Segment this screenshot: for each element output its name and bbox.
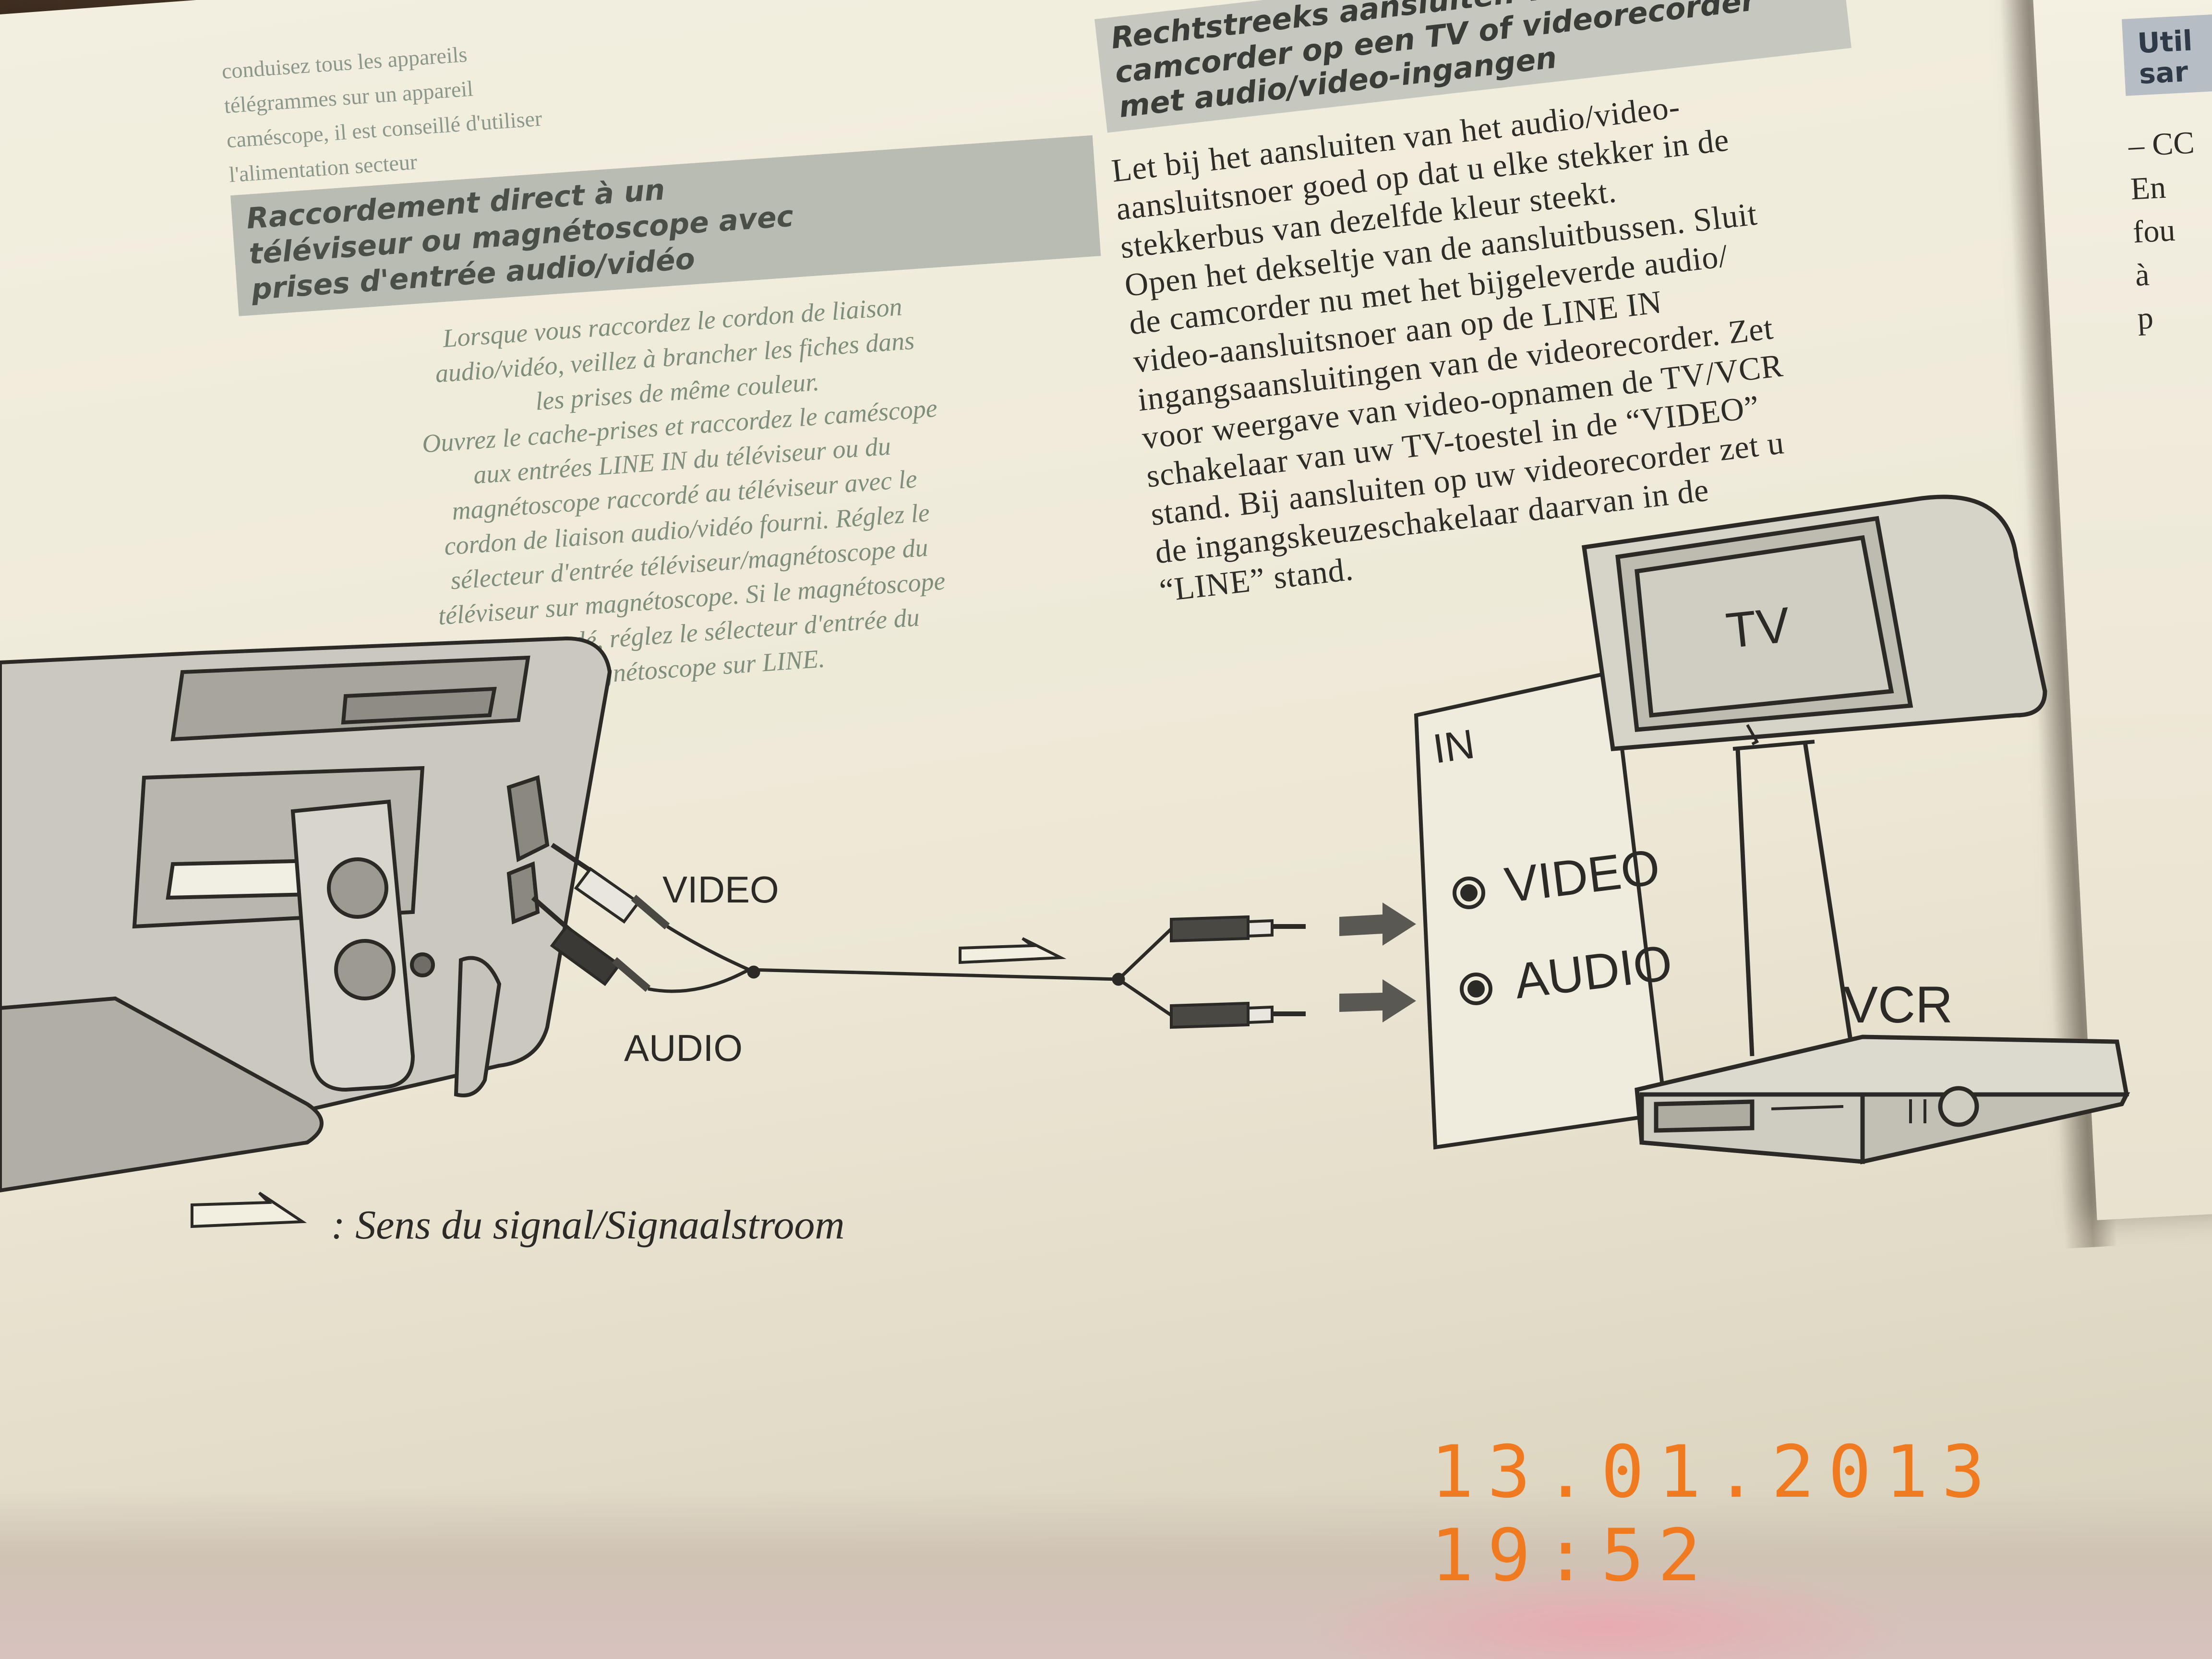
tv-illustration: TV (1581, 494, 2047, 1057)
signal-legend: : Sens du signal/Signaalstroom (191, 1191, 844, 1248)
camcorder-illustration (0, 636, 612, 1193)
date-time-stamp: 13.01.2013 19:52 (1431, 1431, 2212, 1598)
stamp-time: 19:52 (1431, 1514, 1715, 1598)
pink-object (1296, 1565, 1920, 1659)
legend-text: : Sens du signal/Signaalstroom (331, 1202, 844, 1248)
tv-audio-plug (1170, 1001, 1306, 1029)
insert-arrow-audio (1339, 979, 1416, 1022)
tv-label: TV (1723, 597, 1792, 659)
camera-audio-label: AUDIO (624, 1027, 743, 1069)
in-label: IN (1430, 721, 1478, 772)
signal-direction-arrow (959, 937, 1067, 964)
input-panel: IN VIDEO AUDIO (1414, 670, 1675, 1150)
av-cable (648, 925, 1173, 1017)
legend-arrow-icon (191, 1191, 307, 1228)
vcr-label: VCR (1843, 975, 1953, 1034)
camera-audio-plug (531, 896, 651, 992)
camera-video-label: VIDEO (662, 868, 779, 911)
stamp-date: 13.01.2013 (1431, 1431, 1999, 1514)
insert-arrow-video (1339, 902, 1416, 946)
camera-video-plug (551, 842, 670, 930)
vcr-illustration: VCR (1635, 975, 2130, 1165)
tv-video-plug (1170, 915, 1306, 943)
